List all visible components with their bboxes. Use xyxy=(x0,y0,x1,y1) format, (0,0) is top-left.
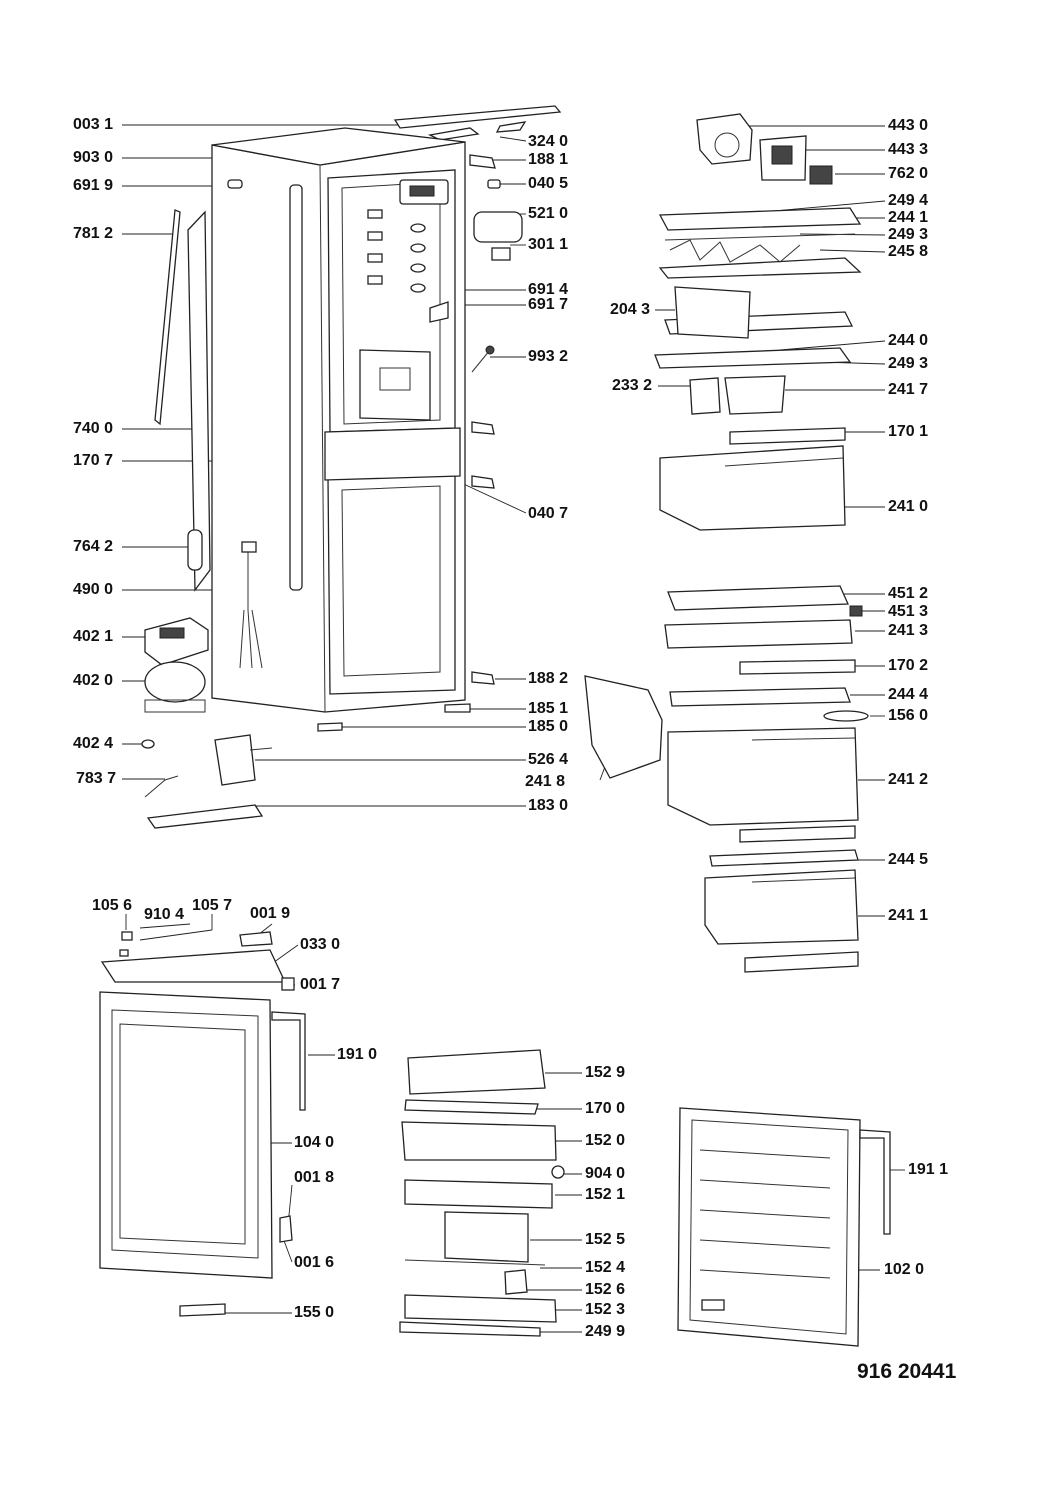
part-label: 191 1 xyxy=(908,1161,949,1178)
part-label: 402 4 xyxy=(73,735,114,752)
part-label: 152 3 xyxy=(585,1301,626,1318)
part-label: 183 0 xyxy=(528,797,569,814)
part-label: 249 3 xyxy=(888,226,929,243)
fridge-components xyxy=(584,113,869,973)
part-label: 244 4 xyxy=(888,686,929,703)
part-label: 241 2 xyxy=(888,771,929,788)
part-label: 152 0 xyxy=(585,1132,626,1149)
part-label: 105 7 xyxy=(192,897,233,914)
part-label: 324 0 xyxy=(528,133,569,150)
part-label: 001 9 xyxy=(250,905,291,922)
part-label: 152 9 xyxy=(585,1064,626,1081)
part-label: 301 1 xyxy=(528,236,569,253)
document-number: 916 20441 xyxy=(857,1360,957,1383)
part-label: 170 2 xyxy=(888,657,929,674)
part-label: 740 0 xyxy=(73,420,114,437)
part-label: 691 9 xyxy=(73,177,114,194)
part-label: 185 0 xyxy=(528,718,569,735)
part-label: 040 7 xyxy=(528,505,569,522)
part-label: 170 7 xyxy=(73,452,114,469)
part-label: 783 7 xyxy=(76,770,117,787)
part-label: 526 4 xyxy=(528,751,569,768)
part-label: 105 6 xyxy=(92,897,133,914)
part-label: 152 5 xyxy=(585,1231,626,1248)
part-label: 762 0 xyxy=(888,165,929,182)
part-label: 204 3 xyxy=(610,301,651,318)
part-label: 241 0 xyxy=(888,498,929,515)
part-label: 443 3 xyxy=(888,141,929,158)
part-label: 104 0 xyxy=(294,1134,335,1151)
part-label: 003 1 xyxy=(73,116,114,133)
part-label: 249 3 xyxy=(888,355,929,372)
part-label: 040 5 xyxy=(528,175,569,192)
part-label: 152 4 xyxy=(585,1259,626,1276)
part-label: 691 7 xyxy=(528,296,569,313)
part-label: 244 0 xyxy=(888,332,929,349)
part-label: 188 2 xyxy=(528,670,569,687)
part-label: 155 0 xyxy=(294,1304,335,1321)
part-label: 993 2 xyxy=(528,348,569,365)
part-label: 241 1 xyxy=(888,907,929,924)
shelf-supports xyxy=(367,209,426,293)
part-label: 170 1 xyxy=(888,423,929,440)
part-label: 001 7 xyxy=(300,976,341,993)
part-label: 764 2 xyxy=(73,538,114,555)
part-label: 249 4 xyxy=(888,192,929,209)
part-label: 244 1 xyxy=(888,209,929,226)
part-label: 185 1 xyxy=(528,700,569,717)
part-label: 490 0 xyxy=(73,581,114,598)
part-label: 233 2 xyxy=(612,377,653,394)
part-label: 241 8 xyxy=(525,773,566,790)
door-components xyxy=(99,931,891,1347)
part-label: 033 0 xyxy=(300,936,341,953)
part-label: 245 8 xyxy=(888,243,929,260)
part-label: 249 9 xyxy=(585,1323,626,1340)
compressor-group xyxy=(141,617,273,829)
part-label: 001 6 xyxy=(294,1254,335,1271)
part-label: 244 5 xyxy=(888,851,929,868)
part-label: 451 2 xyxy=(888,585,929,602)
part-label: 191 0 xyxy=(337,1046,378,1063)
part-label: 910 4 xyxy=(144,906,185,923)
part-label: 241 3 xyxy=(888,622,929,639)
part-label: 188 1 xyxy=(528,151,569,168)
part-label: 170 0 xyxy=(585,1100,626,1117)
part-label: 152 6 xyxy=(585,1281,626,1298)
part-label: 241 7 xyxy=(888,381,929,398)
part-label: 001 8 xyxy=(294,1169,335,1186)
cabinet xyxy=(154,105,562,732)
part-label: 102 0 xyxy=(884,1261,925,1278)
part-label: 152 1 xyxy=(585,1186,626,1203)
part-label: 402 1 xyxy=(73,628,114,645)
part-label: 521 0 xyxy=(528,205,569,222)
part-label: 903 0 xyxy=(73,149,114,166)
part-label: 443 0 xyxy=(888,117,929,134)
part-label: 402 0 xyxy=(73,672,114,689)
part-label: 691 4 xyxy=(528,281,569,298)
part-label: 451 3 xyxy=(888,603,929,620)
part-label: 781 2 xyxy=(73,225,114,242)
part-label: 904 0 xyxy=(585,1165,626,1182)
part-label: 156 0 xyxy=(888,707,929,724)
